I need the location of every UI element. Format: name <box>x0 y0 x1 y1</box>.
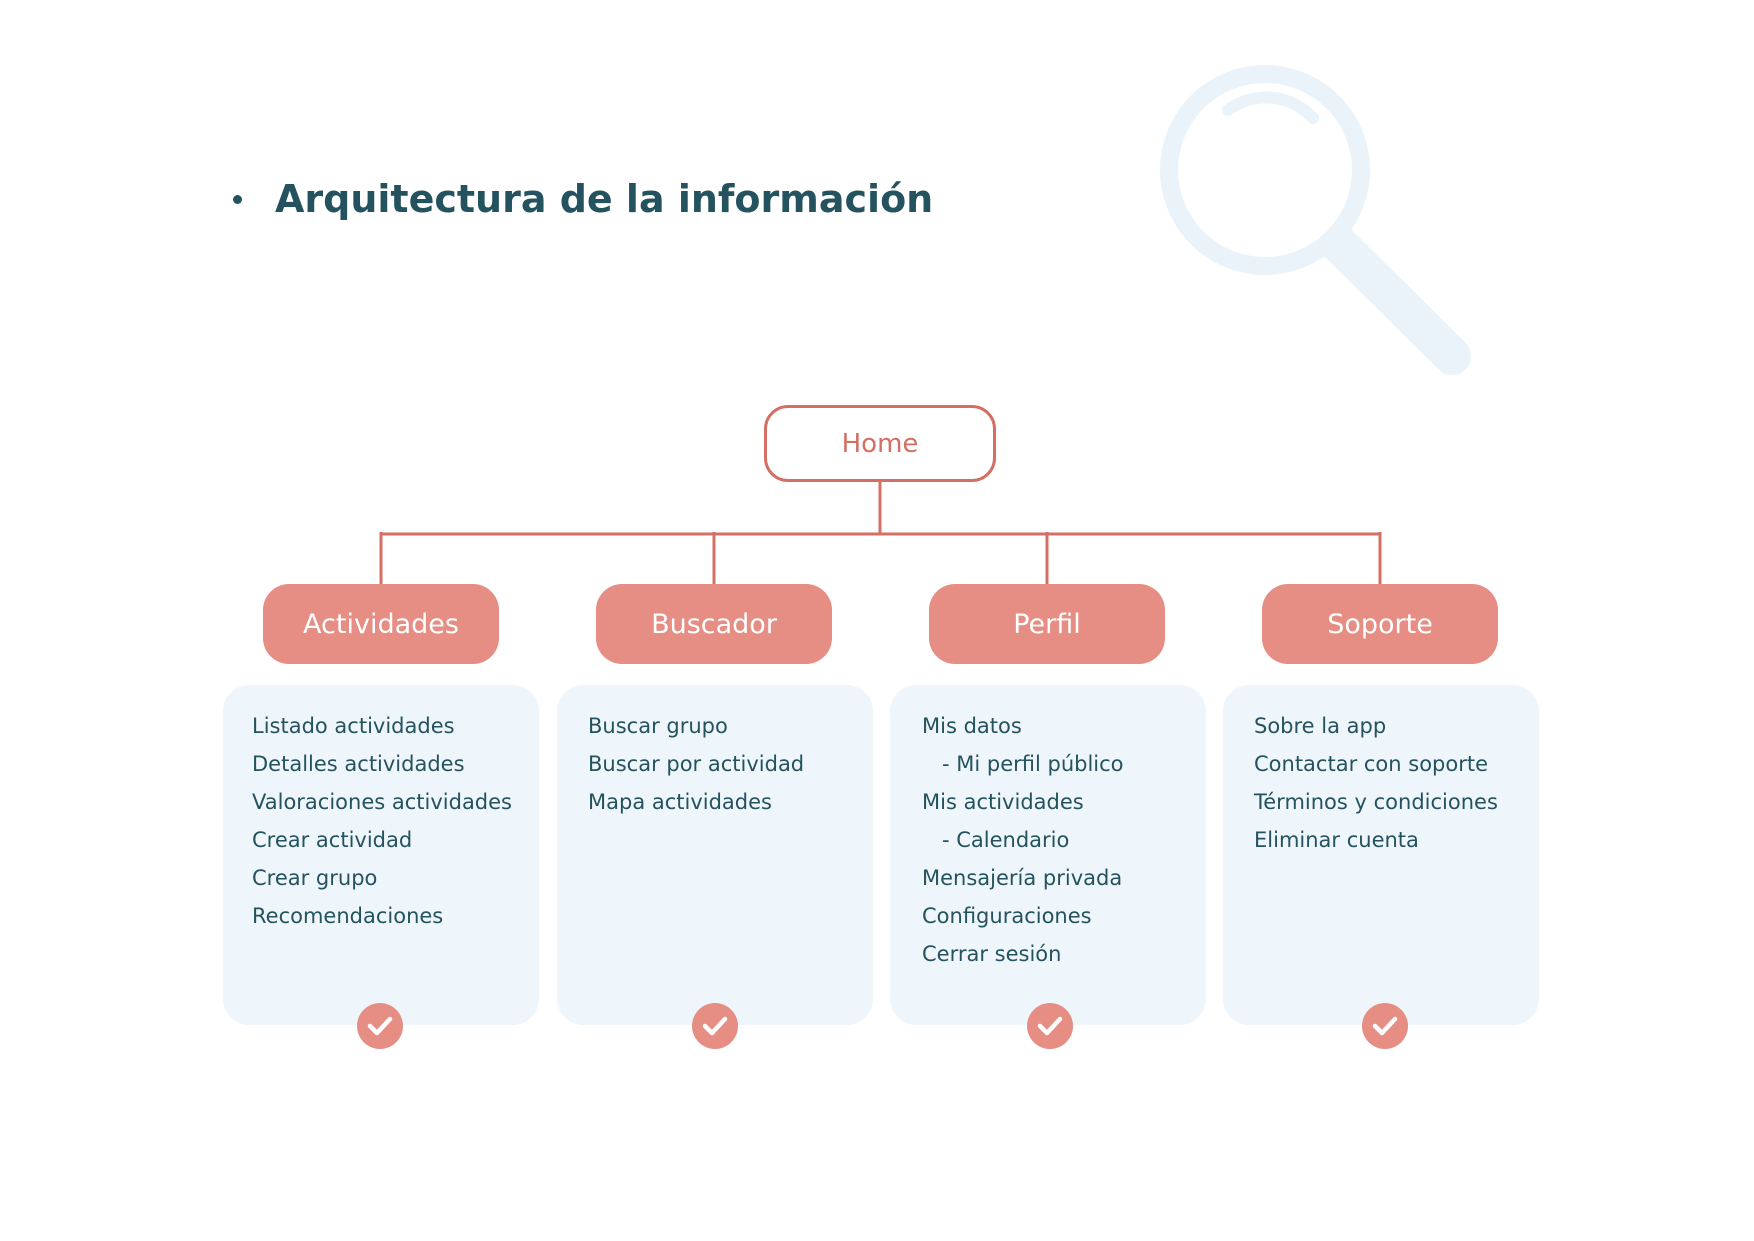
magnifying-glass-icon <box>1160 65 1471 375</box>
node-soporte: Soporte <box>1262 584 1498 664</box>
list-item: Buscar grupo <box>588 714 728 738</box>
list-item: Detalles actividades <box>252 752 465 776</box>
list-item: Mis actividades <box>922 790 1084 814</box>
list-item: Eliminar cuenta <box>1254 828 1419 852</box>
list-item: Cerrar sesión <box>922 942 1062 966</box>
node-perfil: Perfil <box>929 584 1165 664</box>
list-item: Contactar con soporte <box>1254 752 1489 776</box>
list-item: Sobre la app <box>1254 714 1387 738</box>
list-item: Buscar por actividad <box>588 752 805 776</box>
node-actividades: Actividades <box>263 584 499 664</box>
list-item: Mis datos <box>922 714 1022 738</box>
list-item: - Calendario <box>942 828 1070 852</box>
list-item: Crear grupo <box>252 866 378 890</box>
list-item: Mapa actividades <box>588 790 772 814</box>
node-home: Home <box>764 405 996 482</box>
page-title: Arquitectura de la información <box>275 177 934 221</box>
check-circle-icon <box>692 1003 738 1049</box>
list-item: Términos y condiciones <box>1254 790 1498 814</box>
list-item: Configuraciones <box>922 904 1092 928</box>
list-item: Crear actividad <box>252 828 413 852</box>
page-heading: Arquitectura de la información <box>233 175 933 223</box>
list-item: Recomendaciones <box>252 904 444 928</box>
check-circle-icon <box>357 1003 403 1049</box>
list-item: Listado actividades <box>252 714 455 738</box>
list-item: - Mi perfil público <box>942 752 1124 776</box>
list-item: Mensajería privada <box>922 866 1123 890</box>
node-buscador: Buscador <box>596 584 832 664</box>
check-circle-icon <box>1362 1003 1408 1049</box>
list-item: Valoraciones actividades <box>252 790 512 814</box>
bullet-dot-icon <box>233 194 242 204</box>
check-circle-icon <box>1027 1003 1073 1049</box>
